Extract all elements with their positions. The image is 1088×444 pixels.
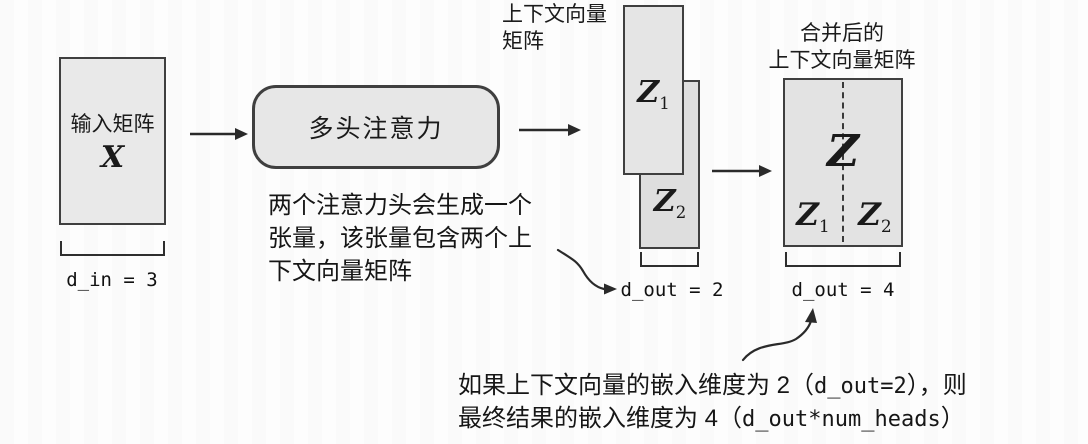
bottom-note-line1-text: 如果上下文向量的嵌入维度为 2（ bbox=[458, 372, 815, 399]
context-matrices-label: 上下文向量 矩阵 bbox=[502, 1, 607, 55]
arrow-context-to-merged-head bbox=[759, 165, 772, 177]
bottom-note-line1: 如果上下文向量的嵌入维度为 2（d_out=2），则 bbox=[458, 370, 967, 403]
heads-note-line1: 两个注意力头会生成一个 bbox=[268, 192, 532, 219]
squiggle-arrow-to-dout2-shaft bbox=[556, 248, 606, 291]
merged-z2-subscript: 2 bbox=[880, 217, 892, 238]
merged-matrix-title: 合并后的 上下文向量矩阵 bbox=[761, 20, 923, 74]
bottom-note-line2-code: d_out*num_heads bbox=[742, 407, 941, 432]
input-matrix-symbol: X bbox=[100, 139, 125, 175]
z2-matrix-symbol: Z2 bbox=[641, 184, 699, 222]
arrow-mha-to-context-head bbox=[568, 124, 581, 136]
bottom-note-line1-tail: ），则 bbox=[906, 372, 967, 399]
context-matrices-label-line2: 矩阵 bbox=[502, 30, 544, 53]
heads-note: 两个注意力头会生成一个 张量，该张量包含两个上 下文向量矩阵 bbox=[268, 189, 532, 288]
z2-symbol-letter: Z bbox=[653, 184, 676, 219]
squiggle-arrow-to-dout4-shaft bbox=[741, 319, 813, 362]
bottom-note-line2-tail: ） bbox=[940, 405, 965, 432]
merged-divider-dashed-line bbox=[842, 82, 844, 242]
bottom-note-line1-code: d_out=2 bbox=[814, 374, 907, 399]
input-dim-bracket bbox=[60, 241, 165, 256]
heads-note-line2: 张量，该张量包含两个上 bbox=[268, 225, 532, 252]
z1-matrix-symbol: Z1 bbox=[637, 75, 669, 113]
merged-z2-letter: Z bbox=[858, 197, 881, 233]
squiggle-arrow-to-dout4-head bbox=[805, 308, 817, 323]
context-dim-label: d_out = 2 bbox=[620, 279, 724, 301]
heads-note-line3: 下文向量矩阵 bbox=[268, 258, 412, 285]
merged-matrix-title-line1: 合并后的 bbox=[800, 22, 884, 45]
z1-matrix-box: Z1 bbox=[623, 5, 684, 175]
squiggle-arrow-to-dout2-head bbox=[604, 283, 617, 295]
merged-z-symbol: Z bbox=[826, 126, 860, 177]
multi-head-attention-label: 多头注意力 bbox=[308, 115, 444, 143]
context-matrices-label-line1: 上下文向量 bbox=[502, 3, 607, 26]
z1-symbol-letter: Z bbox=[637, 75, 660, 110]
bottom-note: 如果上下文向量的嵌入维度为 2（d_out=2），则 最终结果的嵌入维度为 4（… bbox=[458, 370, 967, 436]
input-matrix-label: 输入矩阵 bbox=[70, 112, 155, 136]
merged-z1-letter: Z bbox=[796, 197, 819, 233]
z1-symbol-subscript: 1 bbox=[659, 94, 670, 113]
multi-head-attention-box: 多头注意力 bbox=[252, 85, 500, 169]
merged-z1-symbol: Z1 bbox=[783, 197, 843, 237]
input-matrix-box: 输入矩阵 X bbox=[59, 57, 166, 225]
merged-matrix-title-line2: 上下文向量矩阵 bbox=[768, 49, 916, 72]
merged-z2-symbol: Z2 bbox=[845, 197, 905, 237]
bottom-note-line2: 最终结果的嵌入维度为 4（d_out*num_heads） bbox=[458, 403, 967, 436]
input-dim-label: d_in = 3 bbox=[66, 269, 158, 291]
merged-dim-label: d_out = 4 bbox=[791, 279, 895, 301]
arrow-input-to-mha-head bbox=[235, 128, 248, 140]
z2-symbol-subscript: 2 bbox=[675, 203, 687, 222]
bottom-note-line2-text: 最终结果的嵌入维度为 4（ bbox=[458, 405, 743, 432]
context-dim-bracket bbox=[640, 252, 699, 267]
merged-z1-subscript: 1 bbox=[818, 217, 830, 238]
merged-dim-bracket bbox=[785, 252, 901, 267]
